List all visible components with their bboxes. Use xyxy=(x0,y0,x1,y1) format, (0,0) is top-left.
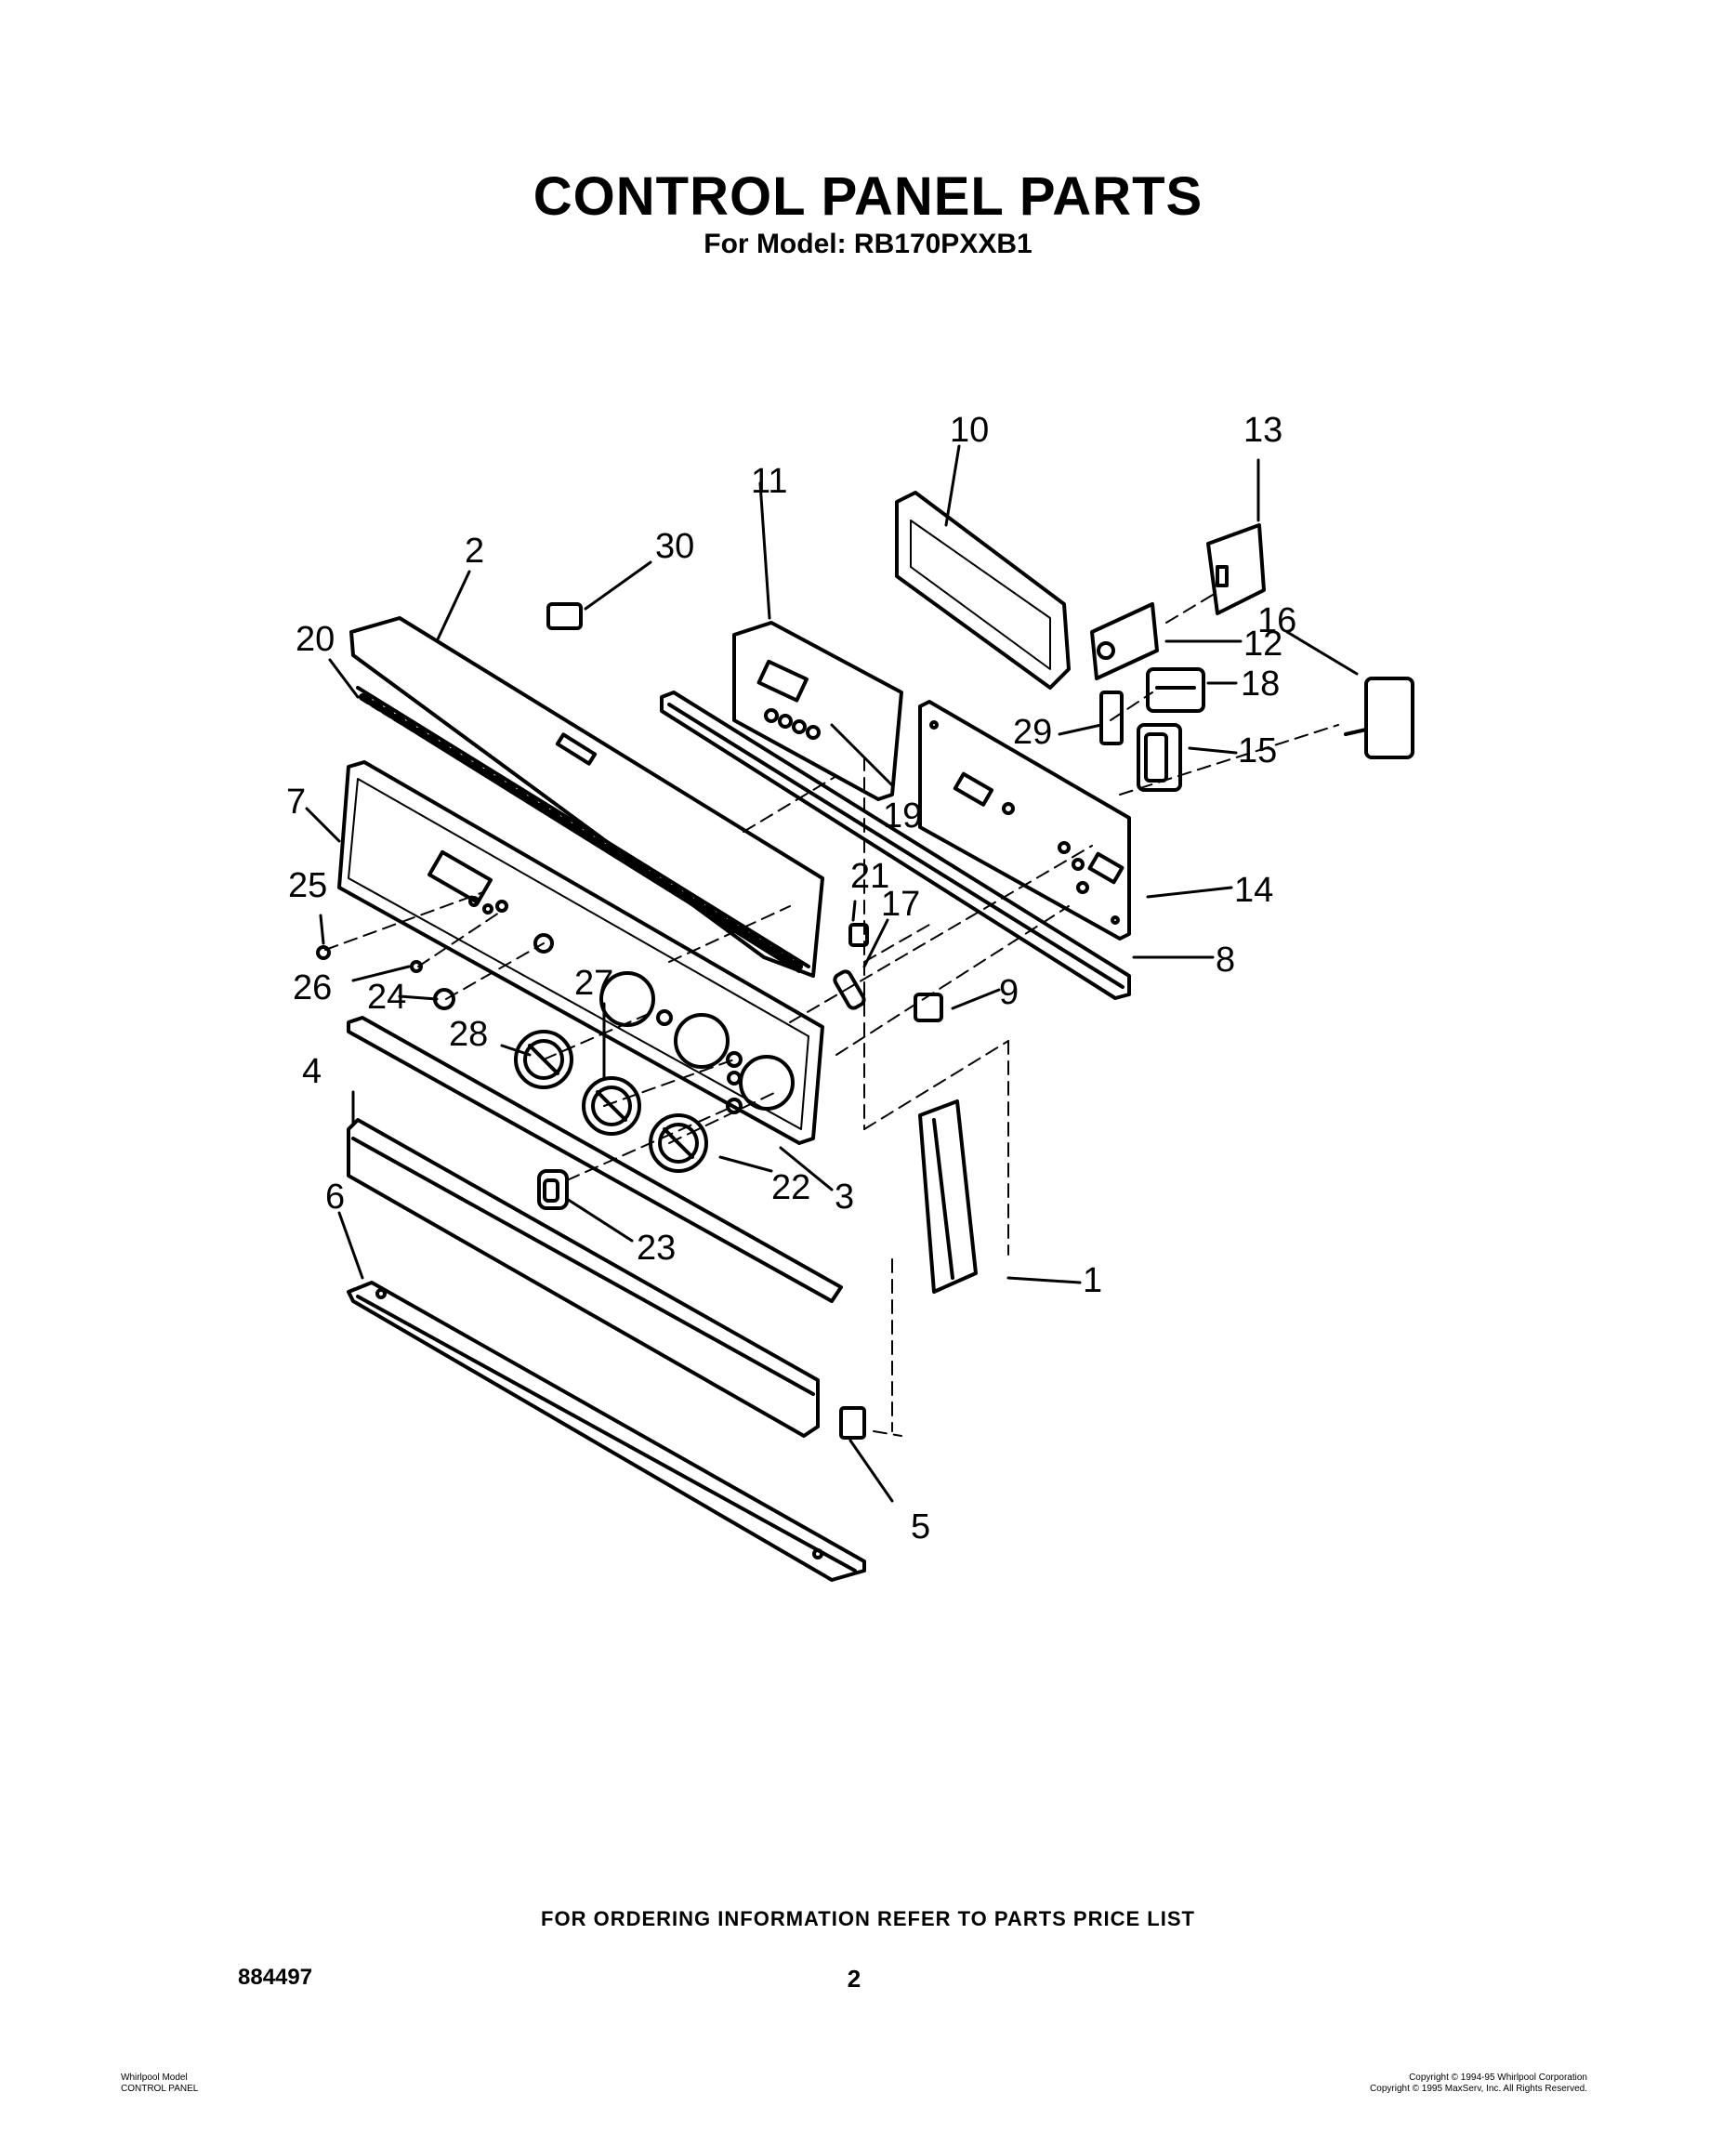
part-2-top-rail xyxy=(349,616,824,978)
callout-26: 26 xyxy=(293,968,332,1007)
callout-8: 8 xyxy=(1216,941,1235,980)
part-17-pin xyxy=(833,969,866,1010)
part-25-screw xyxy=(316,945,331,960)
footer-left-corner: Whirlpool Model CONTROL PANEL xyxy=(121,2073,198,2095)
callout-labels: 1 2 3 4 5 6 7 8 9 10 11 12 13 14 15 16 1… xyxy=(286,411,1296,1546)
part-7-console-panel xyxy=(337,760,824,1145)
callout-21: 21 xyxy=(850,857,889,896)
part-3-trim xyxy=(347,1016,843,1303)
callout-23: 23 xyxy=(637,1229,676,1268)
part-29-clip xyxy=(1099,691,1124,745)
part-8-rail xyxy=(660,691,1131,1000)
page-title: CONTROL PANEL PARTS xyxy=(533,166,1203,227)
part-5-clip xyxy=(839,1406,866,1440)
callout-25: 25 xyxy=(288,866,327,905)
callout-24: 24 xyxy=(367,978,406,1017)
part-26-washer xyxy=(410,960,423,973)
callout-28: 28 xyxy=(449,1015,488,1054)
part-13-cover xyxy=(1206,523,1266,615)
callout-18: 18 xyxy=(1241,665,1280,704)
callout-15: 15 xyxy=(1238,731,1277,770)
callout-12: 12 xyxy=(1243,625,1282,664)
part-10-frame xyxy=(895,491,1071,690)
document-number: 884497 xyxy=(238,1965,313,1990)
callout-29: 29 xyxy=(1013,713,1052,752)
callout-13: 13 xyxy=(1243,411,1282,450)
part-23-switch xyxy=(537,1169,569,1210)
part-30-clip xyxy=(546,602,583,630)
callout-20: 20 xyxy=(296,620,335,659)
callout-4: 4 xyxy=(302,1052,322,1091)
part-1-side-bracket xyxy=(918,1099,978,1294)
part-22-knob xyxy=(649,1113,708,1173)
ordering-note: FOR ORDERING INFORMATION REFER TO PARTS … xyxy=(541,1907,1195,1930)
footer-left-line-2: CONTROL PANEL xyxy=(121,2084,199,2094)
part-14-bracket-plate xyxy=(918,700,1131,941)
copyright-line-1: Copyright © 1994-95 Whirlpool Corporatio… xyxy=(1409,2073,1587,2083)
part-16-control xyxy=(1344,677,1414,759)
callout-22: 22 xyxy=(771,1168,810,1207)
callout-27: 27 xyxy=(574,964,613,1003)
callout-14: 14 xyxy=(1234,871,1273,910)
callout-5: 5 xyxy=(911,1507,930,1546)
callout-9: 9 xyxy=(999,973,1019,1012)
assembly-lines xyxy=(324,594,1339,1437)
callout-6: 6 xyxy=(325,1178,345,1217)
copyright-line-2: Copyright © 1995 MaxServ, Inc. All Right… xyxy=(1370,2084,1587,2094)
page-number: 2 xyxy=(847,1965,861,1993)
footer-right-corner: Copyright © 1994-95 Whirlpool Corporatio… xyxy=(1370,2073,1587,2095)
part-11-clock-module xyxy=(732,621,903,801)
model-subtitle: For Model: RB170PXXB1 xyxy=(704,229,1032,259)
part-9-clip xyxy=(914,993,943,1022)
part-12-block xyxy=(1090,602,1159,680)
part-27-knob xyxy=(582,1076,641,1136)
part-21-clip xyxy=(848,923,869,947)
callout-3: 3 xyxy=(835,1178,854,1217)
callout-7: 7 xyxy=(286,783,306,822)
callout-1: 1 xyxy=(1083,1261,1102,1300)
callout-11: 11 xyxy=(751,462,787,501)
callout-16: 16 xyxy=(1257,601,1296,640)
callout-17: 17 xyxy=(881,885,920,924)
part-6-bracket xyxy=(347,1281,866,1582)
callout-19: 19 xyxy=(883,796,922,836)
callout-10: 10 xyxy=(950,411,989,450)
part-4-trim-bar xyxy=(347,1118,820,1438)
callout-30: 30 xyxy=(655,527,694,566)
footer-left-line-1: Whirlpool Model xyxy=(121,2073,188,2083)
part-15-switch xyxy=(1137,723,1182,792)
part-18-switch xyxy=(1146,667,1205,713)
callout-2: 2 xyxy=(465,532,484,571)
leader-lines xyxy=(305,444,1359,1503)
